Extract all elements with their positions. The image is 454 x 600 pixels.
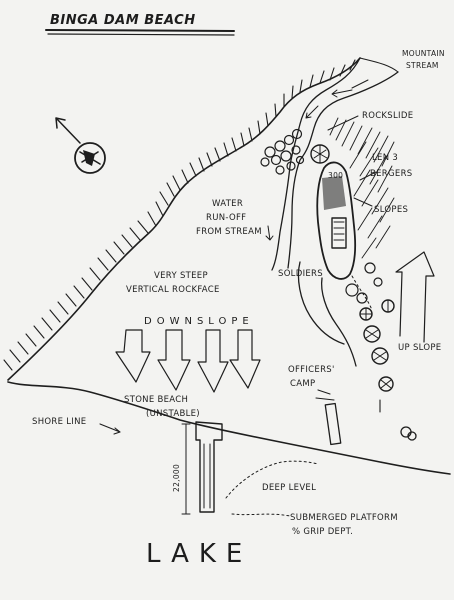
- label-water-2: RUN-OFF: [206, 213, 246, 223]
- label-depth: 22,000: [172, 464, 181, 492]
- label-lake: LAKE: [146, 539, 252, 569]
- label-mountain-stream-2: STREAM: [406, 61, 439, 70]
- soldiers-path-2: [320, 277, 357, 367]
- shoreline: [7, 381, 451, 475]
- mountain-stream: [271, 57, 399, 271]
- label-rockface-1: VERY STEEP: [154, 271, 208, 281]
- downslope-arrows: [115, 329, 261, 393]
- label-shore-line: SHORE LINE: [32, 417, 86, 427]
- label-deep-level: DEEP LEVEL: [262, 483, 316, 493]
- label-rockface-2: VERTICAL ROCKFACE: [126, 285, 220, 295]
- label-water-3: FROM STREAM: [196, 227, 262, 237]
- label-officers-2: CAMP: [290, 379, 315, 389]
- officers-camp-building: [324, 402, 342, 446]
- label-stone-beach-1: STONE BEACH: [124, 395, 188, 405]
- soldiers-path: [297, 261, 345, 345]
- label-slopes: SLOPES: [374, 205, 408, 215]
- title-underline: [45, 29, 235, 32]
- sketch-title: BINGA DAM BEACH: [50, 13, 196, 28]
- rockslide-rocks: [260, 128, 330, 175]
- officers-camp-mark: [315, 389, 335, 401]
- label-len3-2: BERGERS: [370, 169, 412, 179]
- label-stone-beach-2: (UNSTABLE): [146, 409, 200, 419]
- label-downslope: DOWNSLOPE: [144, 316, 254, 327]
- label-platform-1: SUBMERGED PLATFORM: [290, 513, 398, 523]
- label-mountain-stream-1: MOUNTAIN: [402, 49, 445, 58]
- label-officers-1: OFFICERS': [288, 365, 335, 375]
- cliff-edge: [3, 57, 361, 381]
- compass-icon: [55, 117, 106, 174]
- deep-level-line: [225, 460, 319, 499]
- label-soldiers: SOLDIERS: [278, 269, 323, 279]
- submerged-platform: [181, 421, 291, 517]
- len3-bergers-area: [316, 161, 377, 280]
- upslope-arrow: [395, 251, 435, 343]
- label-upslope: UP SLOPE: [398, 343, 441, 353]
- label-rockslide: ROCKSLIDE: [362, 111, 413, 121]
- label-len3-1: LEN 3: [372, 153, 398, 163]
- title-underline-2: [47, 33, 235, 36]
- label-water-1: WATER: [212, 199, 243, 209]
- tree-icons: [345, 262, 417, 441]
- slope-hatching: [329, 117, 395, 259]
- shoreline-leader: [99, 423, 121, 435]
- slope-track: [351, 275, 373, 311]
- len3-number: 300: [328, 171, 343, 180]
- runoff-arrow: [265, 225, 274, 241]
- label-platform-2: % GRIP DEPT.: [292, 527, 353, 537]
